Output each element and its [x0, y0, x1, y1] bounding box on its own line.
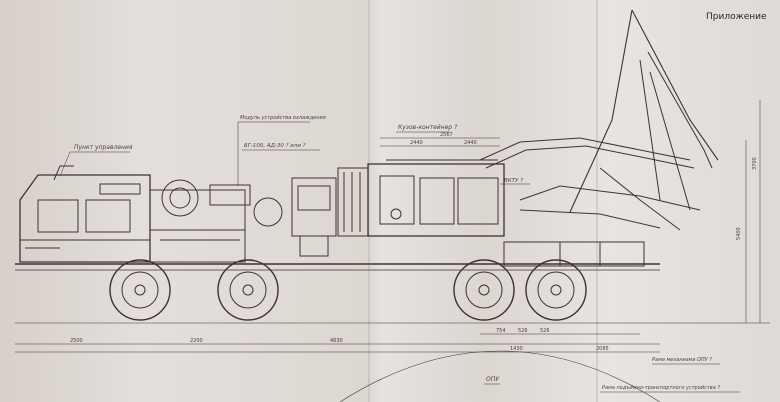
dim-value: 2567: [440, 132, 453, 138]
callout-frame-lift: Рама подъёмно-транспортного устройства ?: [602, 385, 720, 391]
callout-cooling: Модуль устройства охлаждения: [240, 115, 326, 121]
sweep-arc: [339, 350, 661, 402]
dim-value: 2085: [596, 346, 609, 352]
wheel: [453, 259, 515, 321]
sheet-title: Приложение: [706, 12, 767, 22]
callout-cab: Пункт управления: [74, 144, 133, 151]
callout-vktu: ВКТУ ?: [504, 178, 523, 184]
leader-lines: [59, 121, 740, 393]
callout-frame-opu: Рама механизма ОПУ ?: [652, 357, 712, 363]
dimension-lines: [15, 100, 761, 353]
fold-line: [596, 0, 598, 402]
fold-line: [368, 0, 370, 402]
dim-value: 2440: [464, 140, 477, 146]
folded-boom: [479, 137, 701, 229]
dim-value: 5400: [736, 227, 742, 240]
wheels: [109, 259, 587, 321]
dim-value: 526: [518, 328, 528, 334]
truck-cab: [19, 165, 151, 263]
cooling-module: [149, 179, 283, 263]
dim-value: 754: [496, 328, 506, 334]
dim-value: 2440: [410, 140, 423, 146]
dim-value: 3700: [752, 157, 758, 170]
callout-generator: БГ-100, АД-30 ? или ?: [244, 143, 306, 149]
wheel: [217, 259, 279, 321]
dim-value: 2500: [70, 338, 83, 344]
container-body: [367, 159, 505, 237]
dim-value: 4830: [330, 338, 343, 344]
wheel: [109, 259, 171, 321]
callout-body: Кузов-контейнер ?: [398, 124, 458, 131]
wheel: [525, 259, 587, 321]
dim-value: 526: [540, 328, 550, 334]
rear-platform: [503, 241, 645, 267]
dim-value: 1430: [510, 346, 523, 352]
generator-block: [291, 167, 369, 257]
callout-opu: ОПУ: [486, 376, 499, 383]
launcher-arm: [569, 9, 719, 231]
dim-value: 2200: [190, 338, 203, 344]
